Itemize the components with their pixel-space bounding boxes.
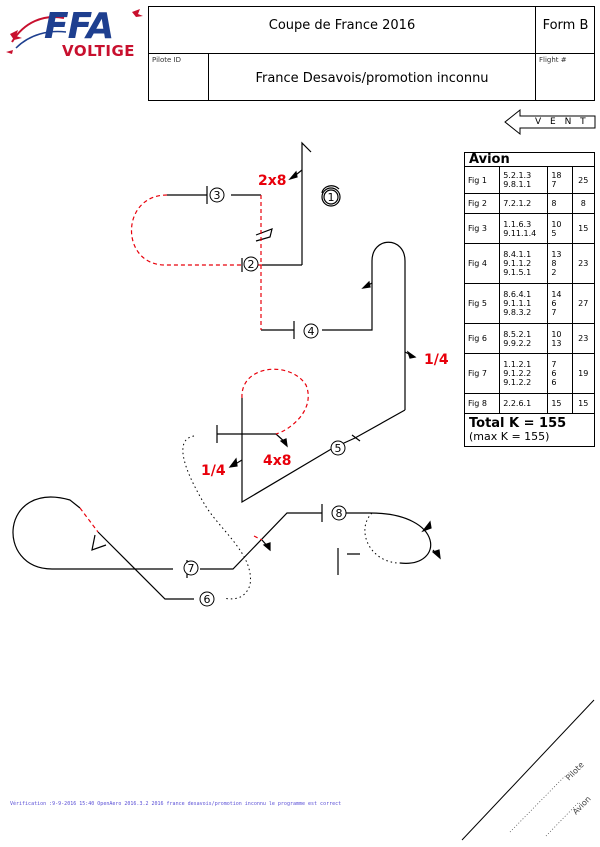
signature-pilote-label: Pilote: [564, 760, 586, 782]
roll-label-2x8: 2x8: [258, 173, 287, 189]
fig-cell: Fig 3: [463, 213, 501, 244]
figure-7-dashed: [79, 507, 99, 533]
k-values-cell: 10 5: [547, 213, 573, 244]
flight-number-label: Flight #: [539, 56, 567, 64]
figure-1-line: [301, 141, 312, 265]
fig-cell: Fig 1: [463, 166, 501, 194]
program-name: France Desavois/promotion inconnu: [255, 71, 489, 86]
catalog-cell: 5.2.1.3 9.8.1.1: [499, 166, 549, 194]
roll-label-4x8: 4x8: [263, 453, 292, 469]
pilot-id-label: Pilote ID: [152, 56, 181, 64]
figure-5-loop-dashed: [241, 368, 309, 435]
divider: [208, 53, 209, 100]
k-total-cell: 25: [571, 166, 596, 194]
figure-number-2-text: 2: [248, 258, 255, 271]
figure-number-2: [243, 256, 259, 272]
arrow-head-icon: [288, 170, 298, 181]
k-total-cell: 15: [571, 213, 596, 244]
figure-number-5-text: 5: [335, 442, 342, 455]
plane-icon: [132, 9, 143, 17]
figure-number-7-text: 7: [188, 562, 195, 575]
figure-3-loop-dashed: [131, 194, 262, 266]
plane-icon: [10, 30, 22, 40]
figure-number-4: [303, 323, 319, 339]
figure-number-7: [183, 560, 199, 576]
figure-8-dotted: [364, 512, 401, 564]
figure-number-4-text: 4: [308, 325, 315, 338]
header-box: Coupe de France 2016 Form B Pilote ID Fl…: [148, 6, 595, 101]
figure-1-circle: [321, 187, 341, 207]
table-title: Avion: [464, 152, 595, 167]
figure-7-line: [52, 504, 370, 578]
figure-number-1-text: 1: [328, 191, 335, 204]
wind-arrow-icon: [504, 108, 596, 136]
figure-number-8-text: 8: [336, 507, 343, 520]
figure-7-dashed-b: [253, 535, 263, 541]
figure-number-5: [330, 440, 346, 456]
divider: [149, 53, 594, 54]
figure-6-line: [217, 433, 287, 444]
competition-title: Coupe de France 2016: [268, 18, 416, 33]
wind-label: V E N T: [535, 117, 589, 127]
catalog-cell: 8.4.1.1 9.1.1.2 9.1.5.1: [499, 243, 549, 284]
signature-avion-label: Avion: [571, 794, 593, 816]
figure-number-6-text: 6: [204, 593, 211, 606]
logo-swoosh-icon: [6, 9, 143, 54]
catalog-cell: 1.1.6.3 9.11.1.4: [499, 213, 549, 244]
catalog-cell: 8.5.2.1 9.9.2.2: [499, 323, 549, 354]
figure-5-line: [241, 398, 406, 504]
table-total-row: Total K = 155 (max K = 155): [464, 413, 595, 447]
signature-line-pilote: [509, 775, 566, 833]
figure-number-3-text: 3: [214, 189, 221, 202]
figure-4-line: [261, 241, 406, 410]
max-k: (max K = 155): [469, 430, 550, 443]
verification-footer: Vérification :9-9-2016 15:40 OpenAero 20…: [10, 801, 342, 807]
k-values-cell: 7 6 6: [547, 353, 573, 394]
total-k: Total K = 155: [469, 416, 567, 431]
signature-corner-line: [461, 699, 595, 841]
fig-cell: Fig 4: [463, 243, 501, 284]
figure-number-3: [209, 187, 225, 203]
catalog-cell: 1.1.2.1 9.1.2.2 9.1.2.2: [499, 353, 549, 394]
plane-icon: [6, 50, 13, 54]
roll-label-quarter-right: 1/4: [424, 352, 449, 368]
form-label: Form B: [542, 18, 589, 33]
catalog-cell: 8.6.4.1 9.1.1.1 9.8.3.2: [499, 283, 549, 324]
logo-voltige-text: VOLTIGE: [62, 42, 136, 60]
k-values-cell: 13 8 2: [547, 243, 573, 284]
figure-8-line: [369, 512, 432, 564]
k-total-cell: 23: [571, 243, 596, 284]
k-total-cell: 27: [571, 283, 596, 324]
logo-ffa-text: FFA: [44, 6, 114, 47]
roll-label-quarter-left: 1/4: [201, 463, 226, 479]
figure-number-8: [331, 505, 347, 521]
k-values-cell: 18 7: [547, 166, 573, 194]
figure-number-6: [199, 591, 215, 607]
